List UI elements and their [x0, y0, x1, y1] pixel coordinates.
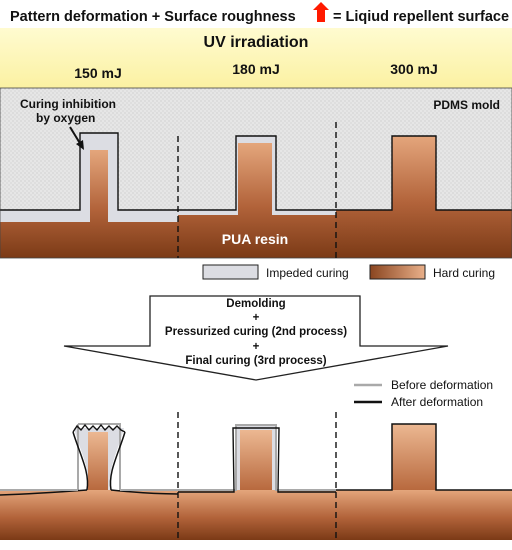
- section-300-top: [336, 135, 512, 258]
- section-180-bottom: [178, 424, 336, 493]
- top-panel-frame: [0, 87, 512, 259]
- dose-150: 150 mJ: [74, 65, 121, 81]
- legend-hard: Hard curing: [369, 264, 495, 280]
- legend-impeded-label: Impeded curing: [266, 266, 349, 280]
- bottom-substrate: [0, 490, 512, 540]
- header-text-left: Pattern deformation + Surface roughness: [10, 9, 296, 25]
- pdms-mold-label: PDMS mold: [433, 98, 500, 112]
- inhibition-pointer-arrow-icon: [69, 126, 84, 150]
- uv-band: [0, 28, 512, 88]
- section-150-top: [0, 132, 178, 258]
- dose-300: 300 mJ: [390, 61, 437, 77]
- legend-after: After deformation: [354, 395, 483, 409]
- pua-resin-label: PUA resin: [222, 231, 288, 247]
- section-150-bottom: [0, 423, 179, 496]
- process-arrow: [63, 295, 449, 381]
- process-line-3: Pressurized curing (2nd process): [165, 326, 347, 338]
- process-line-2: +: [253, 312, 260, 324]
- section-300-bottom: [336, 423, 512, 491]
- uv-title: UV irradiation: [204, 34, 309, 51]
- process-line-1: Demolding: [226, 298, 285, 310]
- inhibition-label-line1: Curing inhibition: [20, 97, 116, 111]
- header-text-right: = Liqiud repellent surface: [333, 9, 509, 25]
- red-up-arrow-icon: [313, 2, 329, 22]
- dose-180: 180 mJ: [232, 61, 279, 77]
- section-180-top: [178, 135, 336, 258]
- process-line-4: +: [253, 341, 260, 353]
- legend-impeded: Impeded curing: [202, 264, 349, 280]
- inhibition-label-line2: by oxygen: [36, 111, 95, 125]
- process-line-5: Final curing (3rd process): [185, 355, 326, 367]
- legend-after-label: After deformation: [391, 395, 483, 409]
- legend-before-label: Before deformation: [391, 378, 493, 392]
- legend-before: Before deformation: [354, 378, 493, 392]
- legend-hard-label: Hard curing: [433, 266, 495, 280]
